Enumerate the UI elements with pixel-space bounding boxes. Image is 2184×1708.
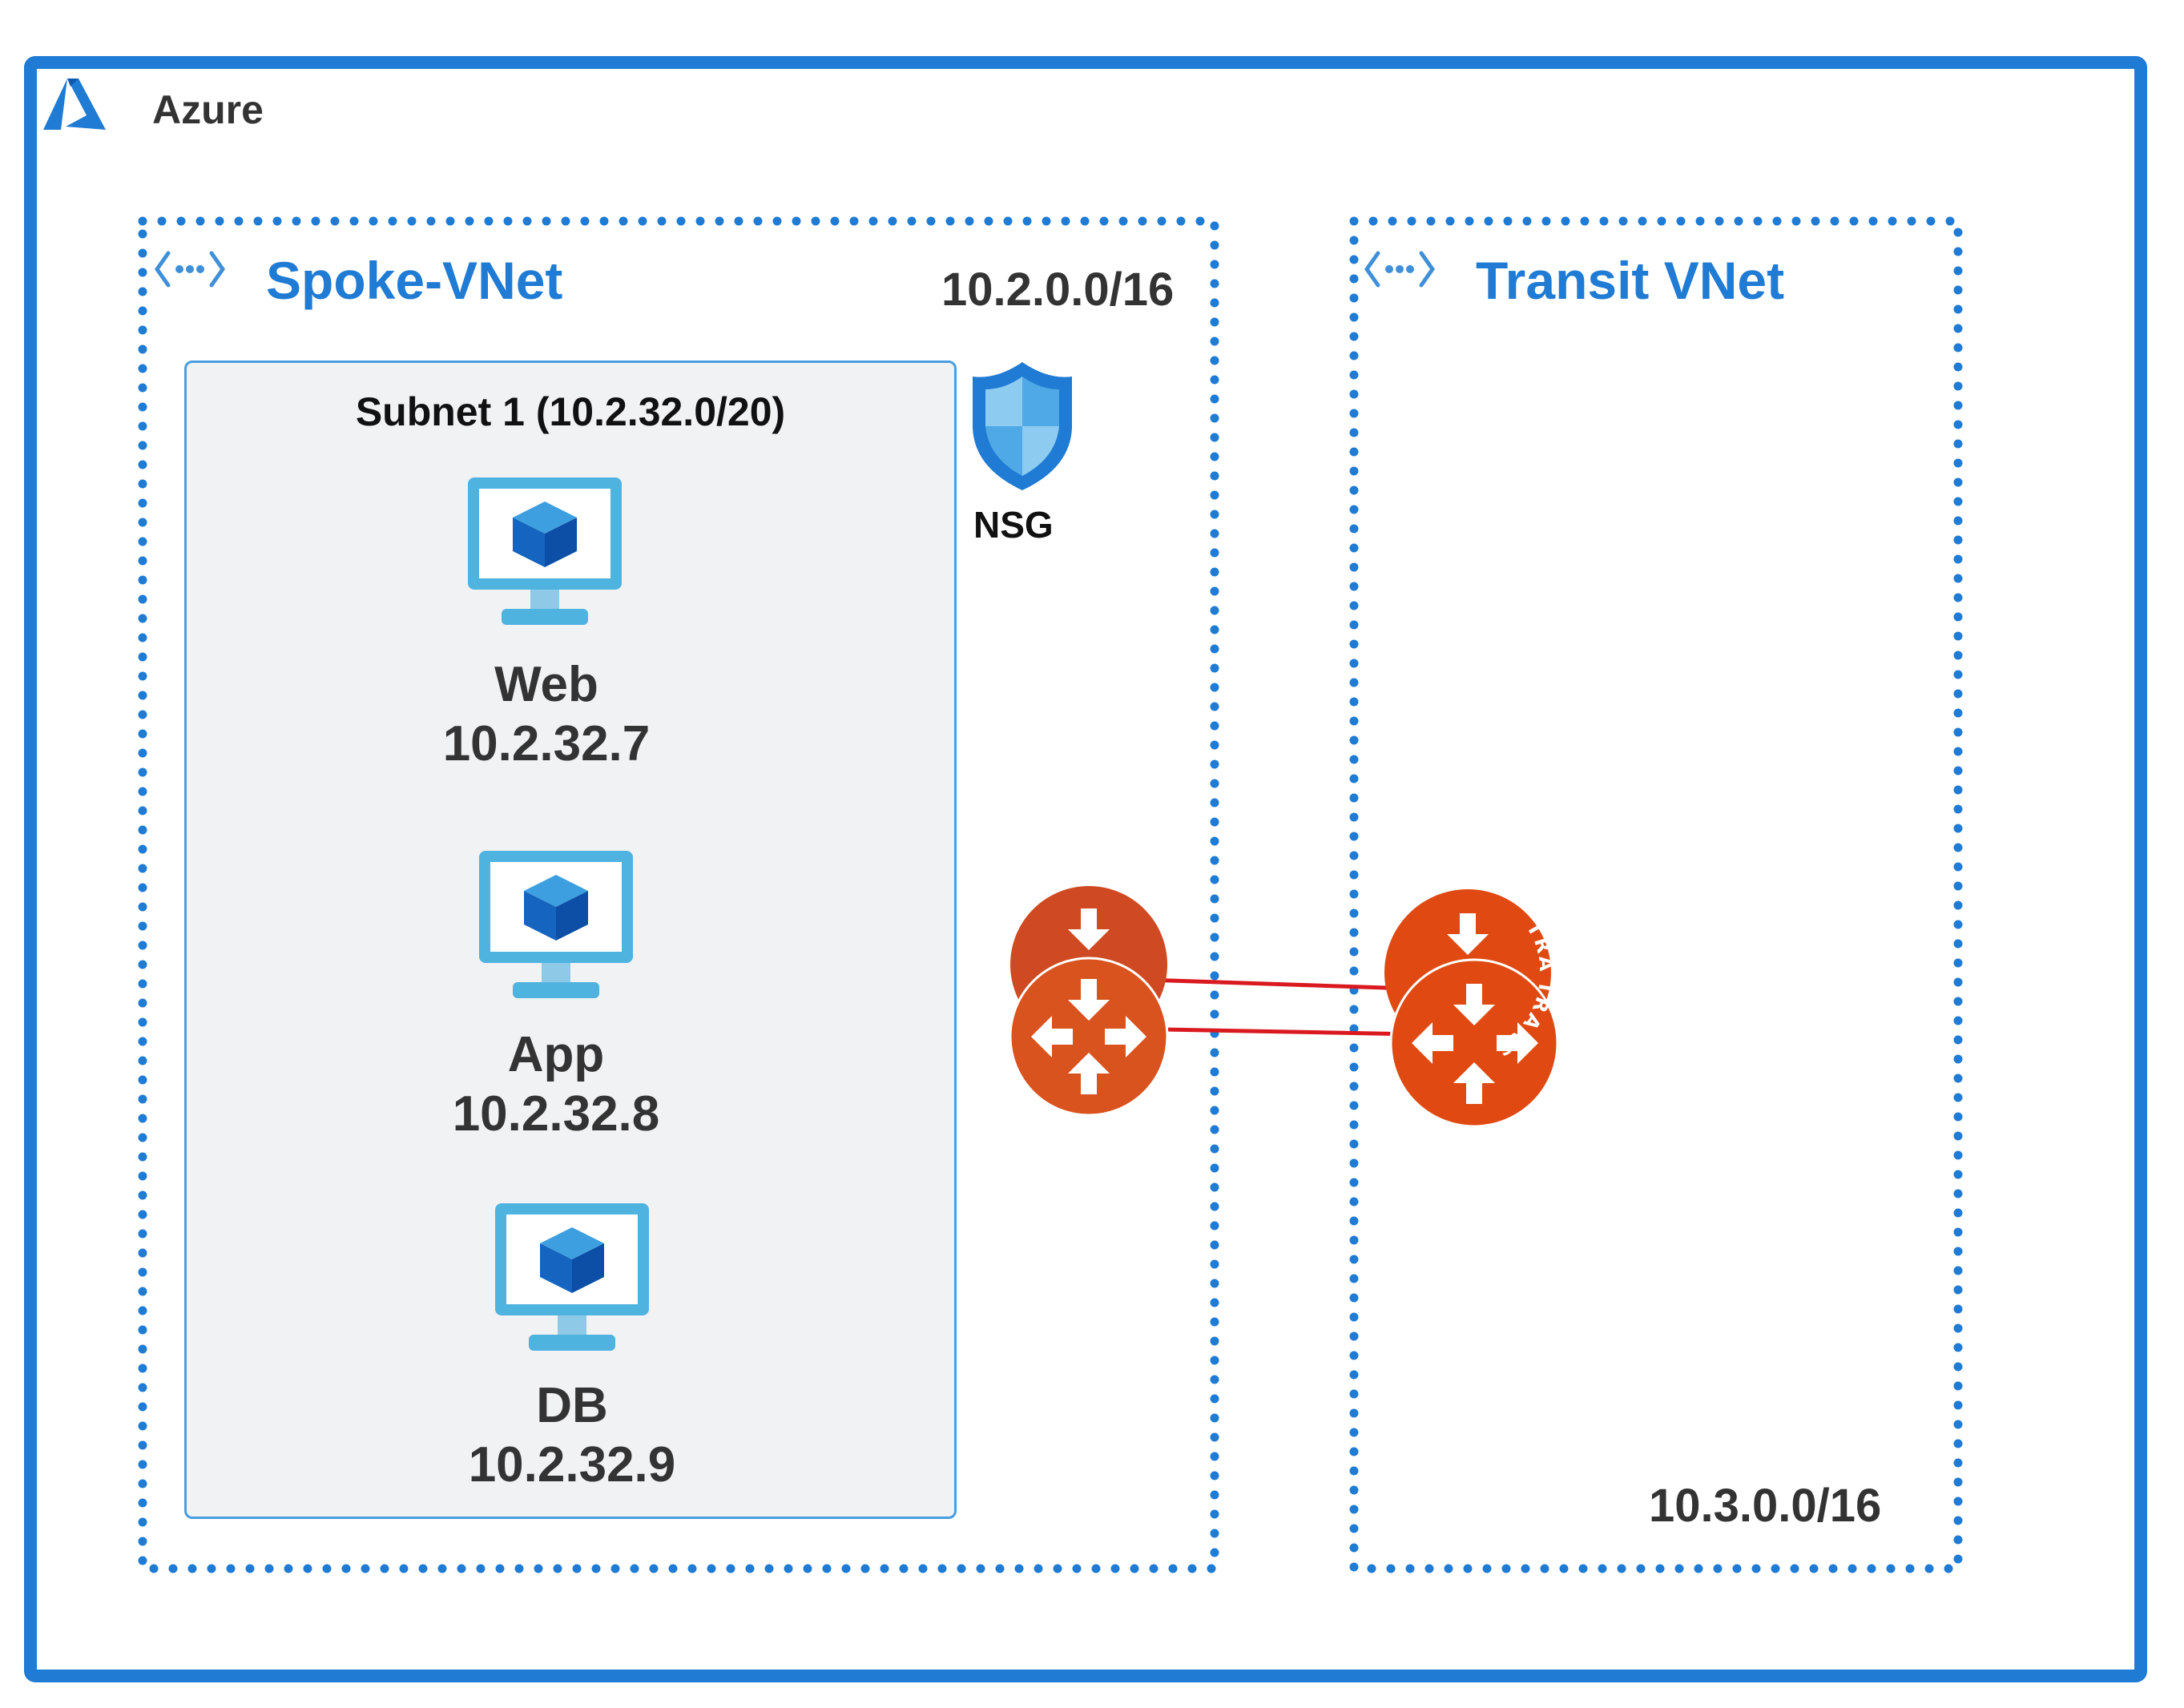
azure-label: Azure [152, 87, 264, 132]
spoke-vnet-border [138, 216, 1219, 1573]
virtual-machine-icon [495, 1203, 649, 1351]
azure-logo-icon [43, 79, 106, 130]
transit-vnet-title: Transit VNet [1476, 251, 1785, 310]
vm-ip: 10.2.32.8 [452, 1086, 660, 1142]
vm-name: App [507, 1027, 605, 1082]
spoke-vnet-cidr: 10.2.0.0/16 [941, 264, 1175, 316]
vm-app: App 10.2.32.8 [396, 1025, 716, 1144]
spoke-gateway-router-icon [1009, 886, 1169, 1117]
vm-web: Web 10.2.32.7 [386, 655, 707, 774]
vm-ip: 10.2.32.9 [468, 1437, 676, 1492]
vm-name: Web [494, 657, 598, 712]
shield-icon [973, 362, 1072, 490]
vm-ip: 10.2.32.7 [442, 716, 651, 771]
azure-cloud-frame [24, 56, 2147, 1682]
vnet-peering-icon [154, 251, 226, 288]
vm-db: DB 10.2.32.9 [412, 1376, 732, 1495]
transit-vnet-cidr: 10.3.0.0/16 [1649, 1480, 1882, 1532]
nsg-label: NSG [973, 504, 1054, 546]
virtual-machine-icon [479, 851, 633, 998]
spoke-vnet-title: Spoke-VNet [266, 251, 563, 310]
vm-name: DB [536, 1378, 608, 1433]
transit-vnet-border [1349, 216, 1963, 1573]
virtual-machine-icon [468, 477, 622, 625]
transit-gateway-router-icon: TRANSIT TRANSIT [1380, 884, 1559, 1128]
subnet-title: Subnet 1 (10.2.32.0/20) [355, 389, 786, 434]
vnet-peering-icon [1364, 251, 1436, 288]
